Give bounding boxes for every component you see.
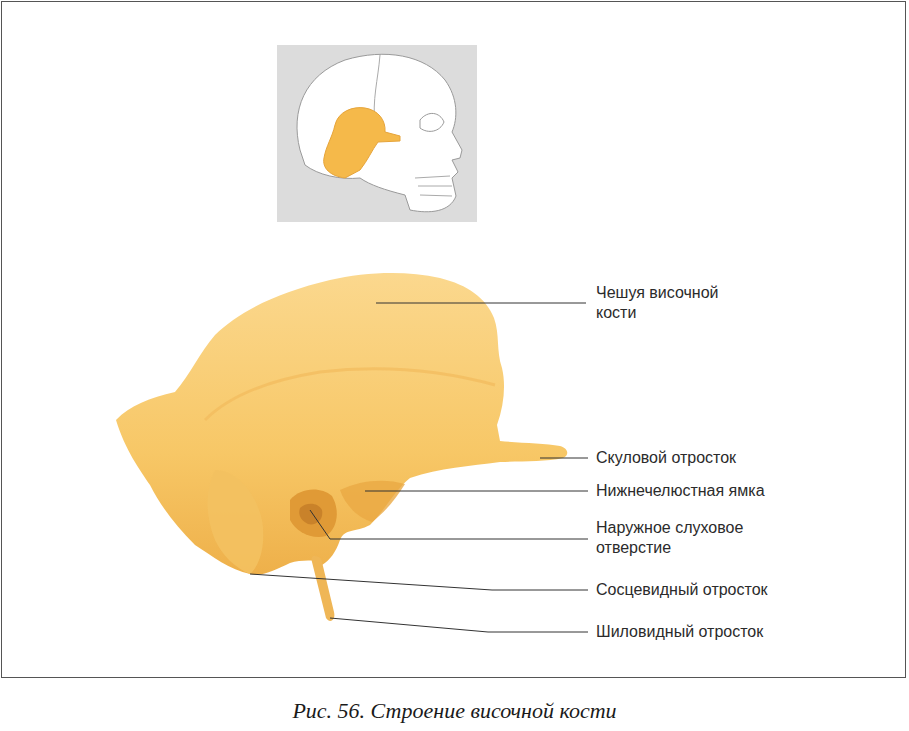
mandibular-fossa [340,481,405,522]
skull-outline [297,54,462,211]
teeth [415,176,452,196]
external-meatus [290,490,337,537]
part-label: Нижнечелюстная ямка [594,481,767,501]
squama-shade [205,369,495,420]
part-label: Наружное слуховое отверстие [594,518,783,558]
inset-temporal-bone [324,108,400,178]
part-label: Шиловидный отросток [594,622,765,642]
leader-line [310,510,588,539]
part-label: Скуловой отросток [594,448,738,468]
leader-line [330,618,588,632]
leader-line [376,303,586,304]
styloid-process [312,556,335,621]
leader-lines [250,303,588,632]
leader-line [365,491,588,492]
leader-line [250,574,588,590]
figure-caption: Рис. 56. Строение височной кости [0,698,909,724]
orbit [420,113,444,131]
meatus-opening [299,504,322,525]
part-label: Чешуя височной кости [594,283,748,323]
part-label: Сосцевидный отросток [594,580,770,600]
leader-line [540,458,588,459]
mastoid-process [208,470,264,574]
inset-ground [277,45,477,222]
temporal-bone [116,273,567,575]
